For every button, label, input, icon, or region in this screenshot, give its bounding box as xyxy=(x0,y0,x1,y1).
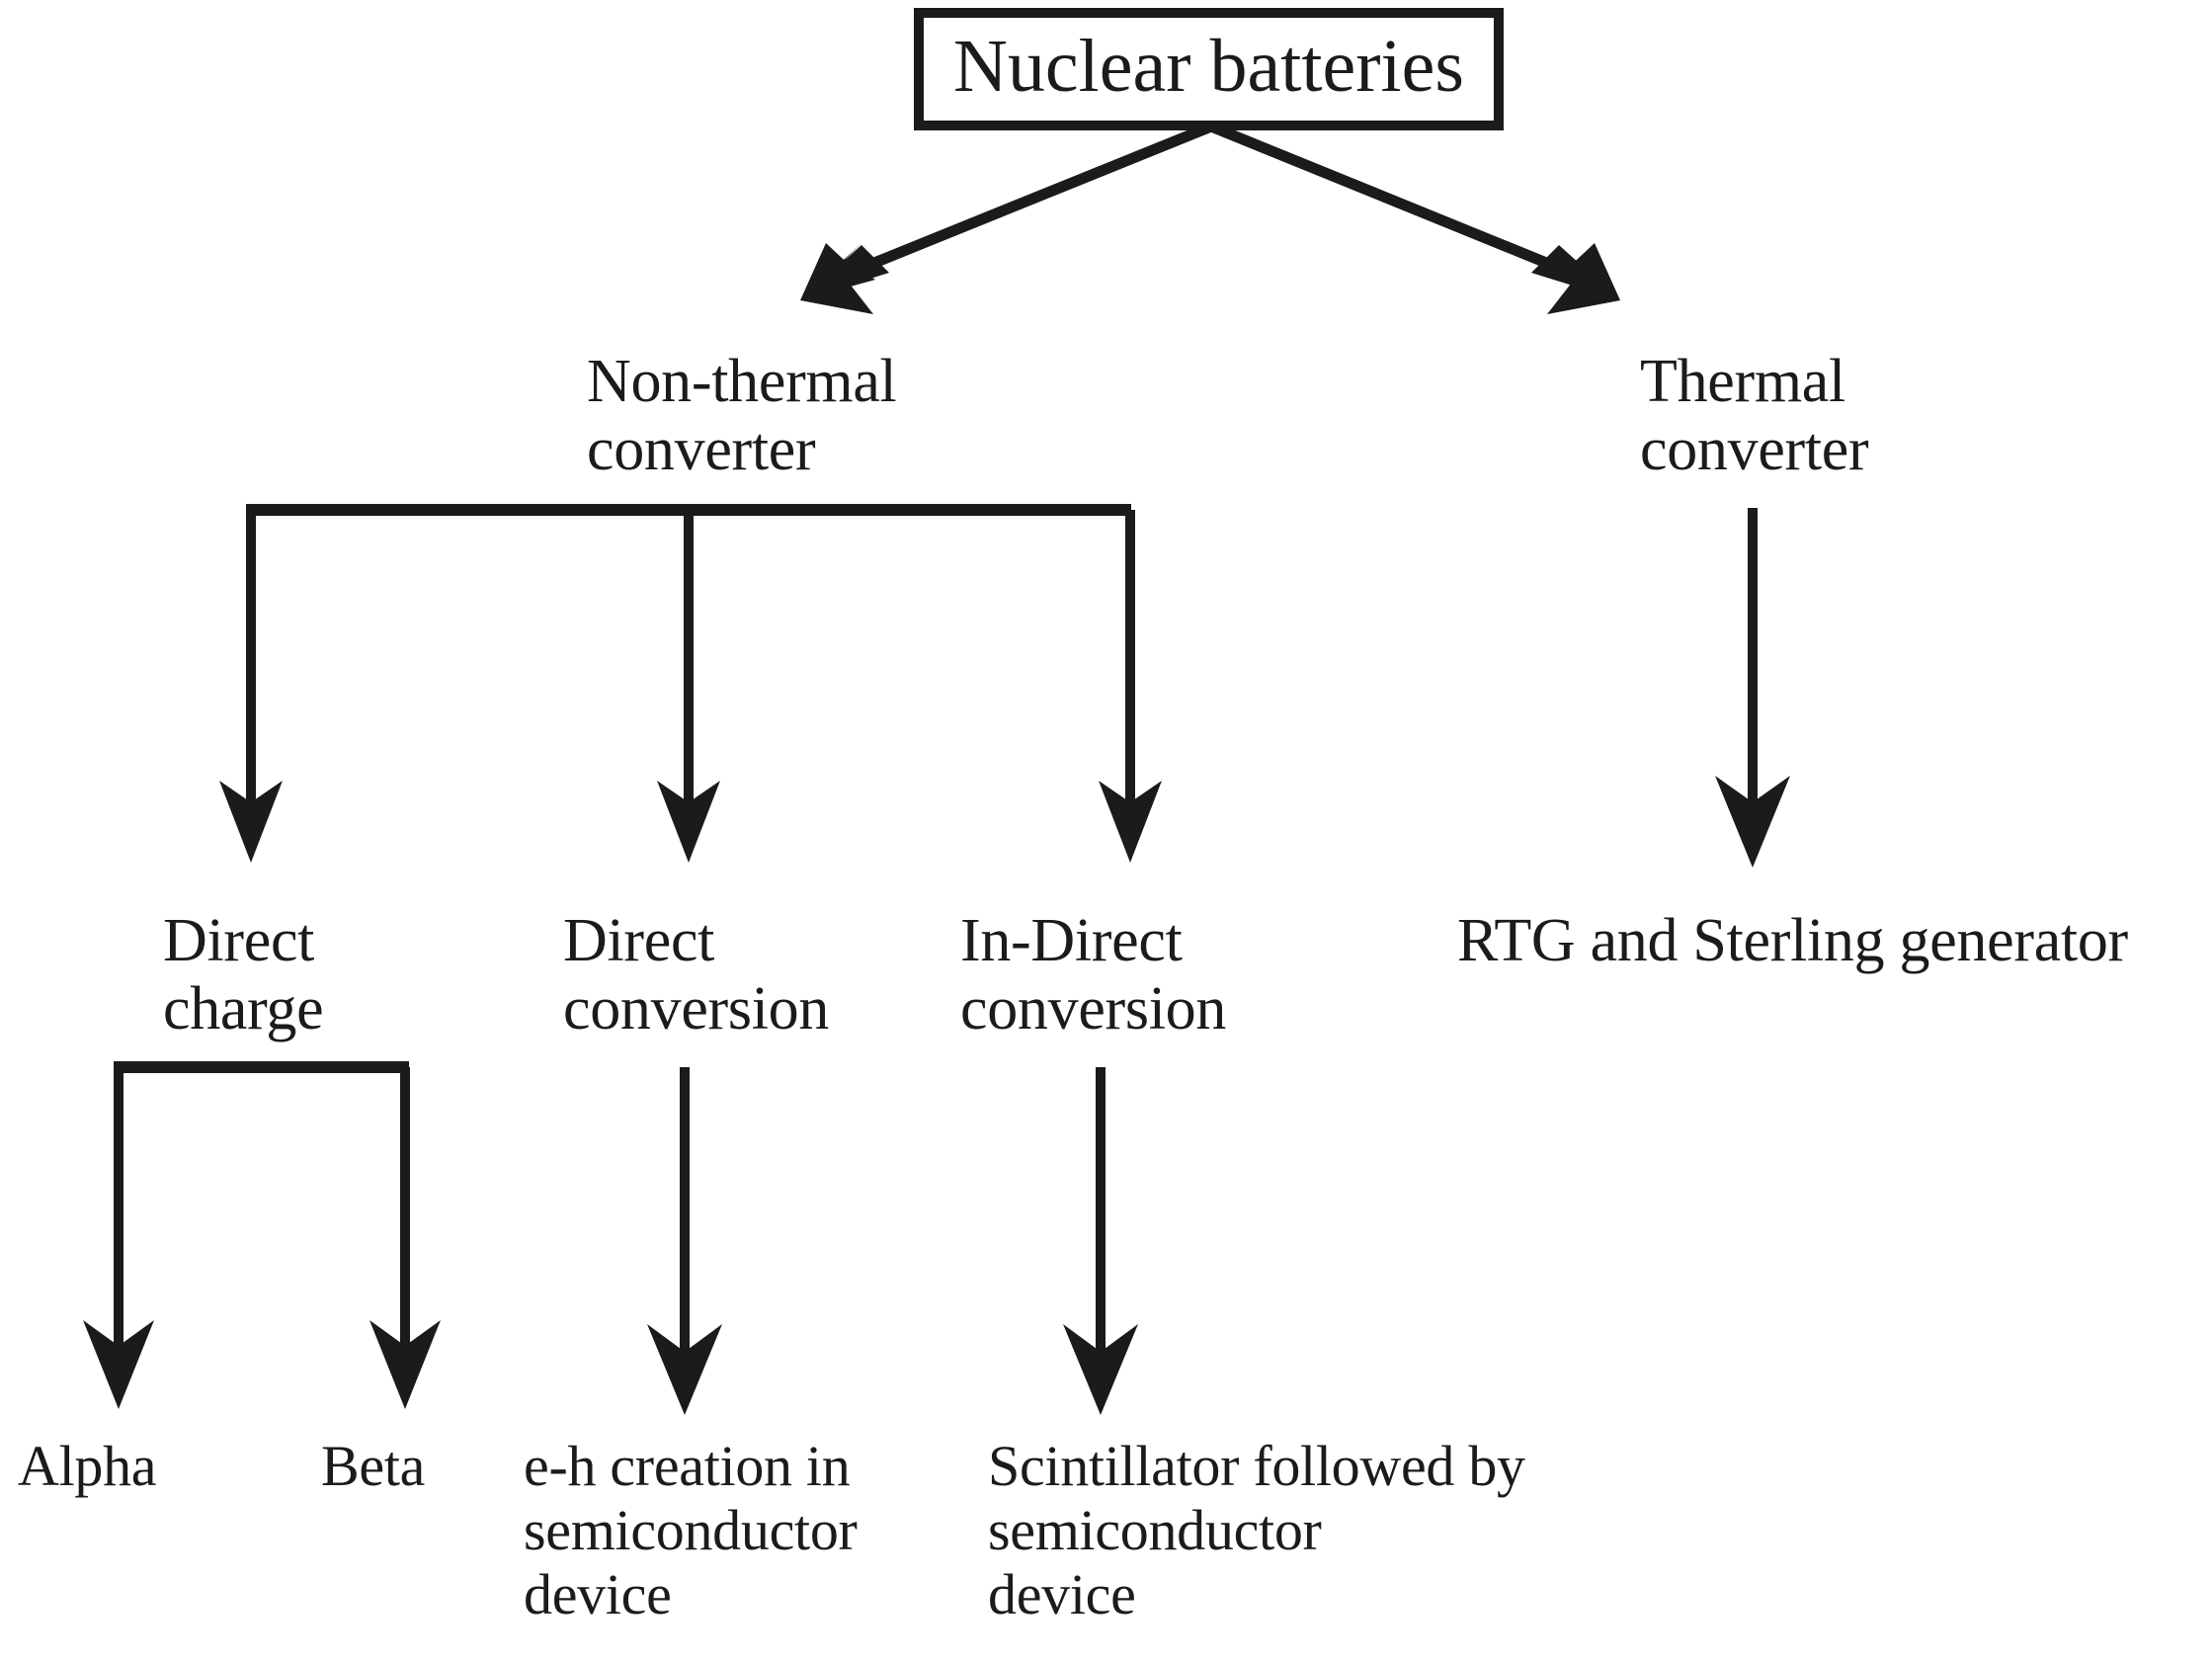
node-rtg-and-sterling-generator[interactable]: RTG and Sterling generator xyxy=(1457,907,2128,974)
node-eh-creation-in-semiconductor-device[interactable]: e-h creation in semiconductor device xyxy=(524,1434,858,1626)
node-scintillator-followed-by-semiconductor-device[interactable]: Scintillator followed by semiconductor d… xyxy=(988,1434,1525,1626)
node-indirect-conversion[interactable]: In-Direct conversion xyxy=(960,907,1227,1043)
node-alpha[interactable]: Alpha xyxy=(18,1434,157,1498)
edge-non-thermal-bracket xyxy=(219,504,1162,863)
node-nuclear-batteries[interactable]: Nuclear batteries xyxy=(914,8,1504,130)
edge-thermal-to-rtg xyxy=(1715,508,1790,868)
node-direct-charge[interactable]: Direct charge xyxy=(163,907,324,1043)
node-thermal-converter[interactable]: Thermal converter xyxy=(1640,348,1869,484)
node-beta[interactable]: Beta xyxy=(321,1434,426,1498)
node-direct-conversion[interactable]: Direct conversion xyxy=(563,907,830,1043)
node-nuclear-batteries-label: Nuclear batteries xyxy=(953,25,1464,108)
edge-indirect-conversion-to-scintillator xyxy=(1063,1067,1138,1415)
edge-direct-conversion-to-eh-creation xyxy=(647,1067,722,1415)
node-non-thermal-converter[interactable]: Non-thermal converter xyxy=(587,348,897,484)
edge-root-to-thermal xyxy=(1208,121,1620,314)
edge-root-to-non-thermal xyxy=(800,121,1214,314)
edge-direct-charge-bracket xyxy=(83,1061,441,1409)
